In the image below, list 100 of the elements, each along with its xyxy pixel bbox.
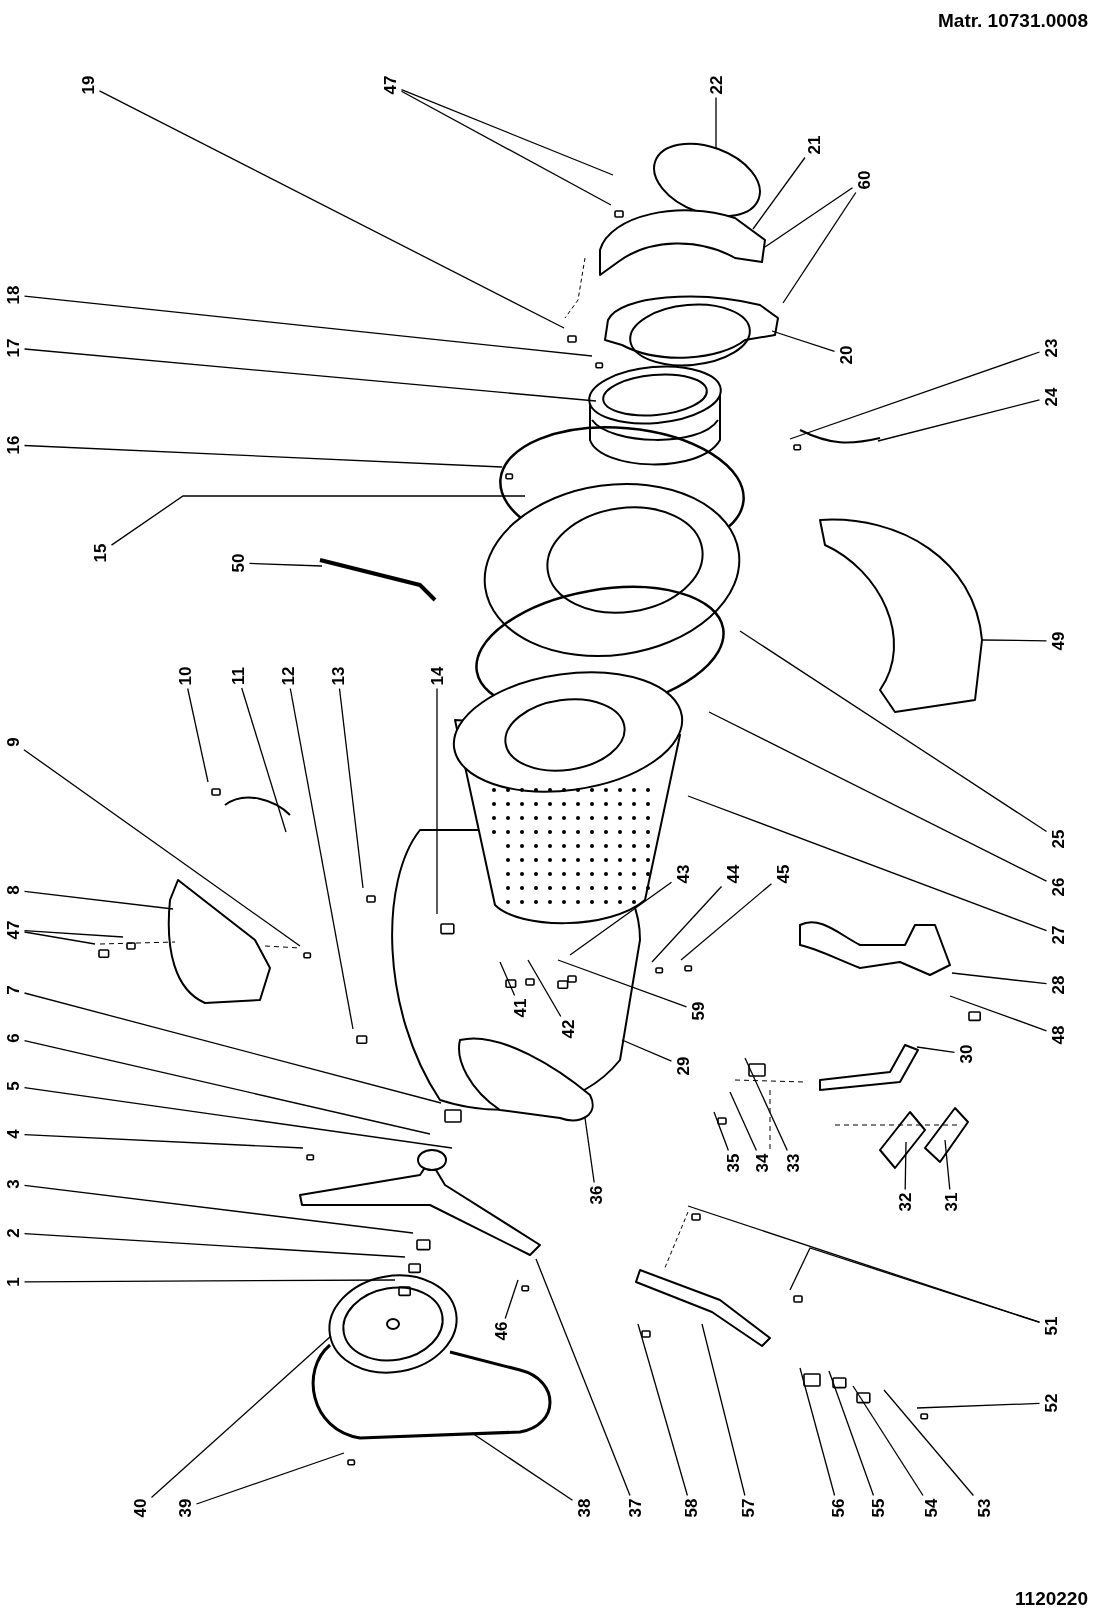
leader-line [916, 1402, 1041, 1409]
callout-number: 58 [682, 1498, 700, 1518]
callout-number: 28 [1049, 975, 1067, 995]
leader-line [23, 749, 301, 947]
leader-line [23, 1279, 396, 1283]
callout-number: 14 [428, 666, 446, 686]
callout-number: 43 [674, 864, 692, 884]
callout-number: 9 [4, 737, 22, 747]
callout-number: 46 [492, 1321, 510, 1341]
leader-line [436, 687, 438, 915]
callout-number: 20 [837, 345, 855, 365]
callout-number: 56 [829, 1498, 847, 1518]
leader-line [23, 992, 442, 1104]
leader-line [23, 444, 503, 468]
callout-number: 8 [4, 885, 22, 895]
leader-line [241, 687, 287, 833]
leader-line [621, 1039, 673, 1062]
leader-line [951, 972, 1048, 985]
callout-number: 59 [689, 1001, 707, 1021]
callout-number: 60 [855, 170, 873, 190]
callout-number: 53 [975, 1498, 993, 1518]
callout-number: 48 [1049, 1025, 1067, 1045]
callout-number: 49 [1049, 631, 1067, 651]
callout-number: 24 [1042, 387, 1060, 407]
leader-line [195, 1452, 345, 1505]
leader-line [708, 711, 1048, 882]
leader-line [916, 1046, 956, 1054]
leader-line [569, 881, 673, 956]
callout-number: 19 [79, 75, 97, 95]
callout-number: 12 [279, 666, 297, 686]
callout-number: 37 [626, 1498, 644, 1518]
leader-line [771, 330, 836, 352]
leader-line [150, 1335, 332, 1499]
drawing-number: 1120220 [1015, 1588, 1088, 1610]
leader-line [98, 90, 565, 329]
leader-line [680, 883, 773, 961]
callout-number: 38 [575, 1498, 593, 1518]
callout-number: 31 [942, 1192, 960, 1212]
callout-number: 41 [511, 998, 529, 1018]
callout-number: 21 [805, 135, 823, 155]
leader-line [782, 191, 857, 304]
leader-line [23, 1184, 414, 1234]
leader-line [764, 187, 854, 248]
leader-line [23, 1086, 453, 1149]
callout-number: 54 [922, 1498, 940, 1518]
leader-line [504, 1279, 519, 1320]
leader-line [739, 630, 1048, 833]
callout-number: 36 [587, 1185, 605, 1205]
callout-number: 26 [1049, 877, 1067, 897]
callout-number: 16 [4, 435, 22, 455]
leader-line [877, 399, 1041, 442]
leader-line [904, 1141, 907, 1191]
callout-number: 44 [724, 864, 742, 884]
callout-number: 15 [91, 543, 109, 563]
leader-line [499, 961, 516, 997]
callout-number: 10 [176, 666, 194, 686]
leader-line [535, 1258, 631, 1497]
leader-line [789, 351, 1041, 440]
callout-number: 50 [229, 553, 247, 573]
callout-number: 22 [707, 75, 725, 95]
leader-line [23, 890, 174, 910]
callout-number: 51 [1042, 1316, 1060, 1336]
leader-line [584, 1117, 595, 1184]
leader-line [248, 562, 323, 567]
callout-number: 29 [674, 1056, 692, 1076]
callout-number: 34 [753, 1153, 771, 1173]
leader-line [23, 348, 597, 402]
leader-line [557, 959, 688, 1008]
callout-number: 39 [176, 1498, 194, 1518]
leader-line [400, 90, 612, 206]
callout-number: 47 [381, 75, 399, 95]
leader-line [289, 687, 354, 1030]
callout-number: 33 [784, 1153, 802, 1173]
leader-line [949, 995, 1048, 1032]
callout-number: 4 [4, 1129, 22, 1139]
callout-number: 27 [1049, 925, 1067, 945]
leader-line [752, 156, 806, 230]
leader-line [789, 1247, 1041, 1323]
callout-number: 45 [774, 864, 792, 884]
leader-line [23, 295, 593, 357]
leader-line [883, 1389, 975, 1497]
leader-line [729, 1091, 758, 1152]
leader-line [338, 687, 364, 889]
material-number: Matr. 10731.0008 [938, 10, 1088, 32]
callout-number: 42 [559, 1019, 577, 1039]
callout-number: 3 [4, 1179, 22, 1189]
leader-line [715, 96, 717, 149]
leader-line [799, 1367, 836, 1497]
callout-number: 32 [896, 1192, 914, 1212]
callout-number: 47 [4, 920, 22, 940]
leader-line [23, 931, 96, 945]
callout-number: 6 [4, 1033, 22, 1043]
callout-number: 7 [4, 985, 22, 995]
callout-number: 11 [229, 667, 247, 685]
callout-number: 5 [4, 1081, 22, 1091]
leader-line [187, 687, 209, 783]
callout-number: 23 [1042, 338, 1060, 358]
callout-number: 13 [329, 666, 347, 686]
leader-line [828, 1370, 875, 1497]
leader-line [23, 930, 124, 938]
